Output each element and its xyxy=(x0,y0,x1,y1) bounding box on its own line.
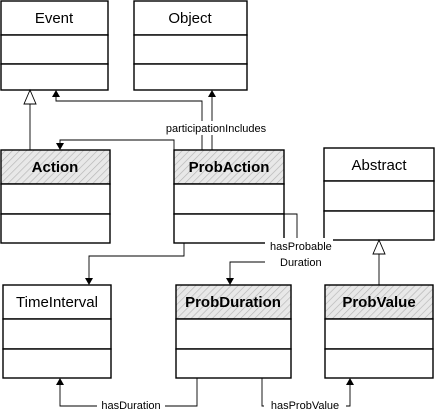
class-abstract: Abstract xyxy=(323,147,435,241)
class-object-name: Object xyxy=(168,10,212,27)
class-action: Action xyxy=(0,149,111,244)
label-has-probable: hasProbable xyxy=(270,241,332,253)
label-has-prob-value: hasProbValue xyxy=(271,400,339,411)
class-action-name: Action xyxy=(32,159,79,176)
association-probaction-object xyxy=(208,90,216,150)
class-object: Object xyxy=(133,0,248,91)
class-abstract-name: Abstract xyxy=(351,157,407,174)
label-has-duration: hasDuration xyxy=(101,400,160,411)
class-event: Event xyxy=(0,0,109,91)
class-timeinterval-name: TimeInterval xyxy=(16,294,98,311)
class-event-name: Event xyxy=(35,10,74,27)
class-probduration-name: ProbDuration xyxy=(185,294,281,311)
class-probduration: ProbDuration xyxy=(175,284,292,379)
association-probaction-event xyxy=(52,90,203,150)
generalization-action-event xyxy=(23,88,37,150)
class-probvalue-name: ProbValue xyxy=(342,294,415,311)
class-timeinterval: TimeInterval xyxy=(2,284,112,379)
association-probaction-timeinterval xyxy=(85,243,185,285)
generalization-probvalue-abstract xyxy=(372,238,386,285)
label-participation-includes: participationIncludes xyxy=(166,123,267,135)
class-probaction: ProbAction xyxy=(173,149,285,244)
label-duration: Duration xyxy=(280,257,322,269)
class-probvalue: ProbValue xyxy=(324,284,434,379)
class-probaction-name: ProbAction xyxy=(189,159,270,176)
association-probaction-action xyxy=(56,139,175,165)
